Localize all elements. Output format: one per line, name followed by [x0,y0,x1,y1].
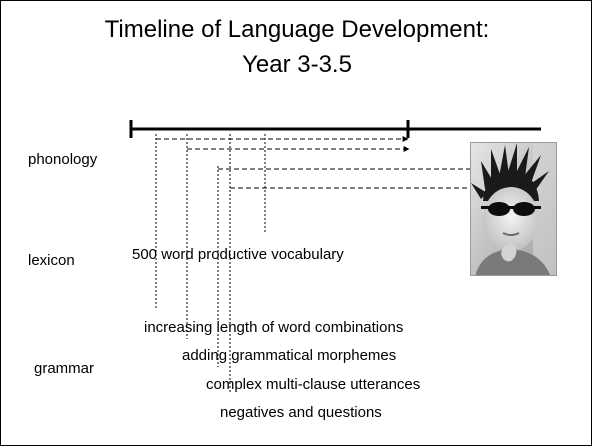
milestone-grammatical-morphemes: adding grammatical morphemes [182,347,397,364]
row-label-phonology: phonology [28,151,98,168]
milestone-word-combinations: increasing length of word combinations [144,319,404,336]
milestone-vocabulary: 500 word productive vocabulary [132,246,344,263]
slide-title-line-1: Timeline of Language Development: [104,16,490,43]
milestone-negatives-questions: negatives and questions [220,404,382,421]
row-label-grammar: grammar [34,360,95,377]
child-photo-drawing [471,143,556,275]
row-label-lexicon: lexicon [28,252,75,269]
milestone-multi-clause: complex multi-clause utterances [206,376,421,393]
child-with-sunglasses-photo [470,142,557,276]
slide-title-line-2: Year 3-3.5 [242,51,352,78]
